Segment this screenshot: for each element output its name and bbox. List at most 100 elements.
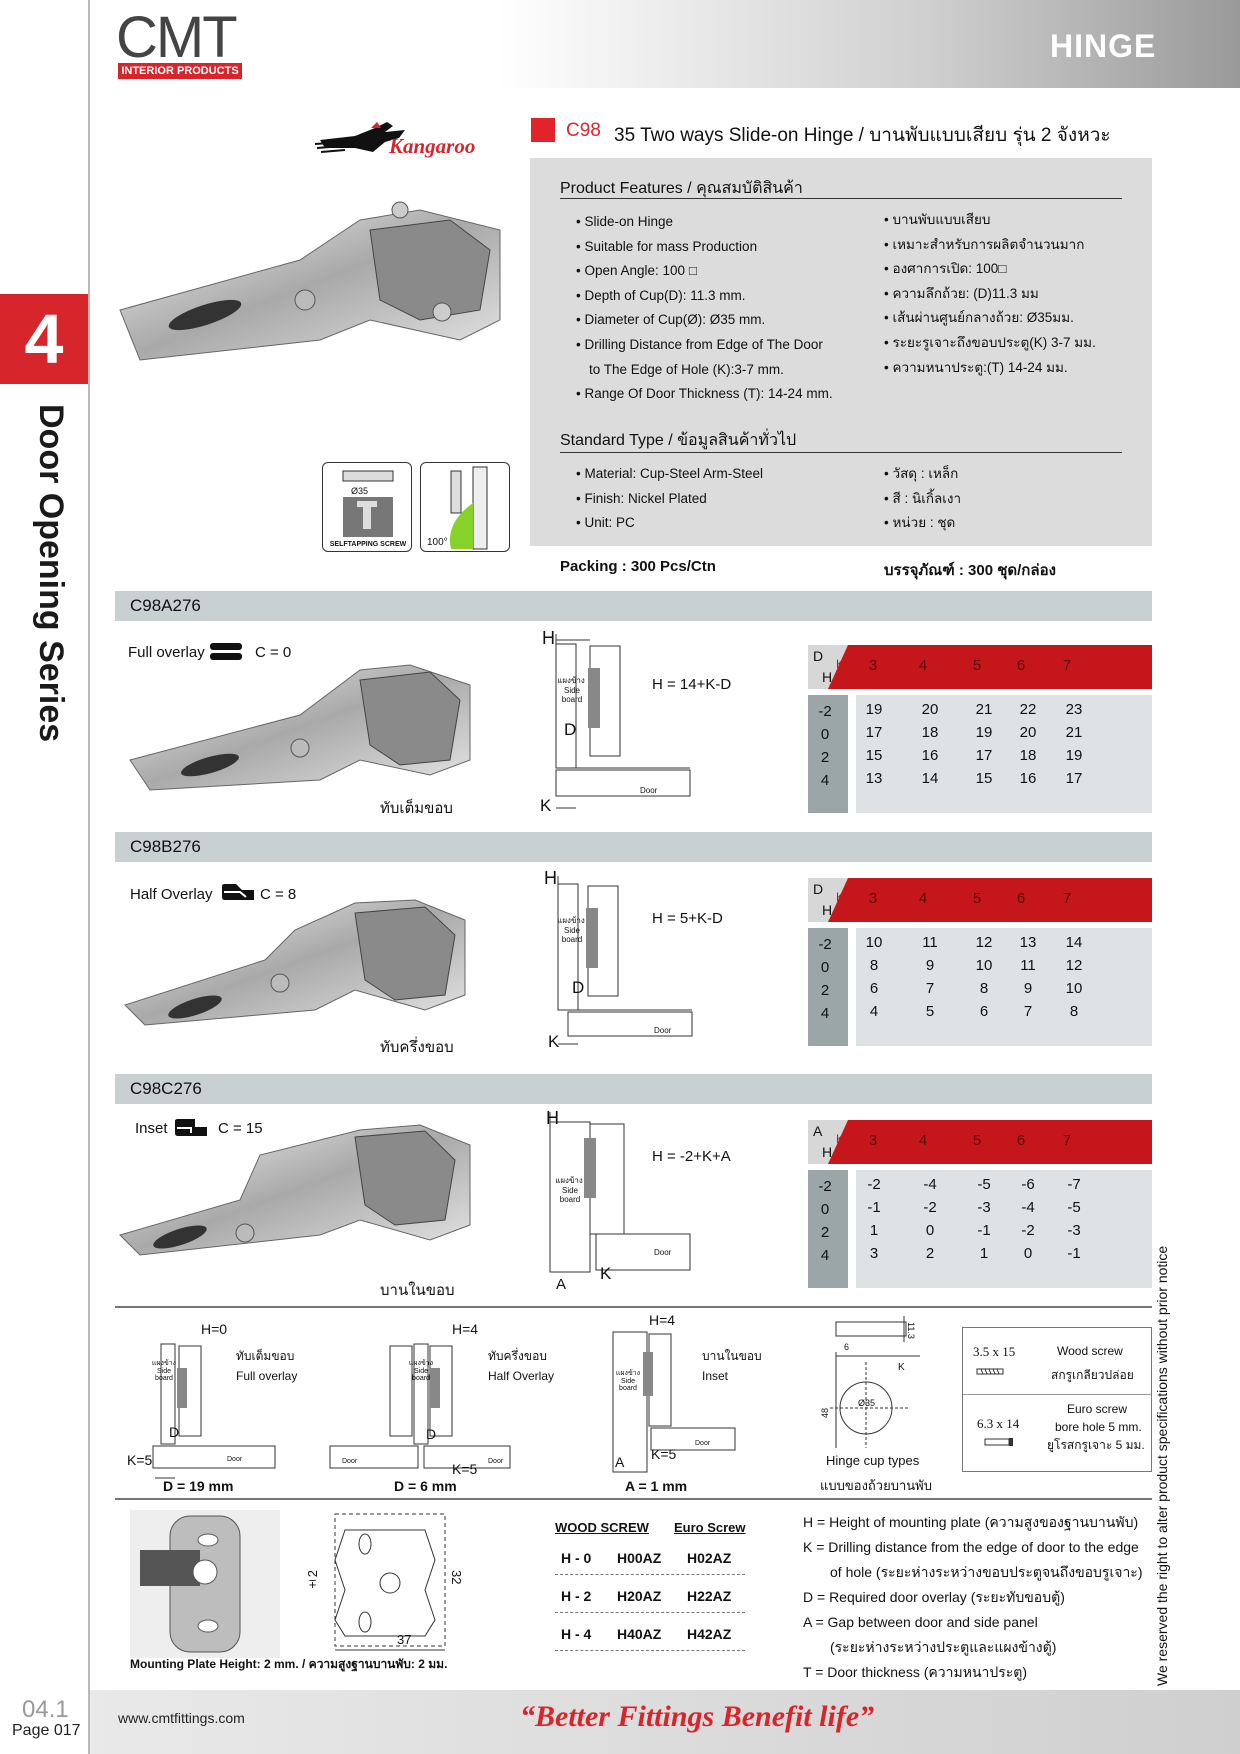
- formula-b: H = 5+K-D: [652, 910, 723, 927]
- overlay-diagram-half: H=4 แผงข้าง Side board D Door Door K=5: [329, 1318, 511, 1488]
- feature-th-item: เหมาะสำหรับการผลิตจำนวนมาก: [884, 233, 1144, 258]
- table-cell: 17: [975, 747, 993, 764]
- table-row-label: 4: [820, 1005, 830, 1022]
- euro-screw-desc: bore hole 5 mm.: [1055, 1420, 1142, 1434]
- feature-en-item: Range Of Door Thickness (T): 14-24 mm.: [576, 382, 876, 407]
- codes-table: WOOD SCREW Euro Screw H - 0 H00AZ H02AZ …: [555, 1520, 755, 1651]
- page-code: 04.1: [22, 1696, 69, 1723]
- mounting-caption: Mounting Plate Height: 2 mm. / ความสูงฐา…: [130, 1657, 448, 1671]
- table-cell: 0: [1023, 1245, 1033, 1262]
- codes-row-wood: H20AZ: [617, 1588, 662, 1604]
- table-cell: 0: [925, 1222, 935, 1239]
- table-row-label: 0: [820, 1201, 830, 1218]
- door-label-a: Door: [640, 786, 658, 795]
- standard-th-list: วัสดุ : เหล็ก สี : นิเกิ้ลเงา หน่วย : ชุ…: [884, 462, 1144, 536]
- table-cell: 13: [865, 770, 883, 787]
- section-code-b: C98B276: [130, 837, 201, 856]
- codes-divider: [555, 1650, 745, 1651]
- table-corner: DHK: [808, 645, 848, 689]
- feature-en-item: Depth of Cup(D): 11.3 mm.: [576, 284, 876, 309]
- feature-th-item: เส้นผ่านศูนย์กลางถ้วย: Ø35มม.: [884, 306, 1144, 331]
- feature-en-item: Suitable for mass Production: [576, 235, 876, 260]
- hinge-image-a: [129, 660, 480, 800]
- diag-half-door: Door: [342, 1458, 358, 1465]
- overlay-label-b: Half Overlay: [130, 886, 213, 903]
- euro-screw-desc2: ยูโรสกรูเจาะ 5 มม.: [1047, 1438, 1145, 1452]
- mounting-plate-icon: [140, 1515, 241, 1653]
- hinge-illustration-c: [119, 1124, 471, 1256]
- section-bar-a: C98A276: [115, 591, 1152, 621]
- page-number: Page 017: [12, 1722, 81, 1739]
- cup-diameter-label: Ø35: [351, 486, 369, 496]
- mounting-plate-drawing-svg: [334, 1513, 446, 1651]
- cup-depth: 11.3: [906, 1322, 916, 1339]
- c-value-c: C = 15: [218, 1120, 263, 1137]
- hinge-image-b: [124, 895, 475, 1035]
- wood-screw-name: Wood screw: [1057, 1344, 1123, 1358]
- table-cell: 7: [925, 980, 935, 997]
- table-cell: 4: [869, 1003, 879, 1020]
- table-cell: 21: [975, 701, 993, 718]
- diag-half-h: H=4: [452, 1321, 479, 1337]
- standard-en-item: Finish: Nickel Plated: [576, 487, 876, 512]
- table-cell: 7: [1023, 1003, 1033, 1020]
- brand-logo-name: Kangaroo: [389, 134, 476, 158]
- table-cell: 14: [921, 770, 939, 787]
- table-cell: 12: [975, 934, 993, 951]
- codes-row-label: H - 0: [561, 1550, 592, 1566]
- cup-types-th: แบบของถ้วยบานพับ: [820, 1478, 932, 1493]
- feature-en-item: Slide-on Hinge: [576, 210, 876, 235]
- table-header-cell: 3: [868, 657, 878, 674]
- overlay-label-c: Inset: [135, 1120, 168, 1137]
- dim-k-a: K: [540, 796, 552, 815]
- footer-website[interactable]: www.cmtfittings.com: [118, 1710, 245, 1726]
- features-en-list: Slide-on Hinge Suitable for mass Product…: [576, 210, 876, 407]
- overlay-diagram-inset-svg: [612, 1331, 736, 1473]
- section-code-a: C98A276: [130, 596, 201, 615]
- cup-type-svg: [830, 1316, 920, 1448]
- diag-half-th: ทับครึ่งขอบ: [488, 1349, 547, 1363]
- features-th-list: บานพับแบบเสียบ เหมาะสำหรับการผลิตจำนวนมา…: [884, 208, 1144, 380]
- legend-list: H = Height of mounting plate (ความสูงของ…: [803, 1510, 1153, 1685]
- table-row-label: 4: [820, 1247, 830, 1264]
- standard-th-item: หน่วย : ชุด: [884, 511, 1144, 536]
- diag-inset-en: Inset: [702, 1369, 729, 1383]
- table-cell: 2: [925, 1245, 935, 1262]
- table-cell: -1: [977, 1222, 991, 1239]
- standard-rule: [560, 452, 1122, 453]
- legend-item: D = Required door overlay (ระยะทับขอบตู้…: [803, 1589, 1065, 1605]
- diag-full-bottom: D = 19 mm: [163, 1478, 234, 1494]
- hinge-illustration-a: [129, 664, 471, 791]
- diag-inset-k: K=5: [651, 1446, 677, 1462]
- table-cell: 12: [1065, 957, 1083, 974]
- table-row-label: 0: [820, 959, 830, 976]
- table-cell: 9: [925, 957, 935, 974]
- table-cell: 1: [979, 1245, 989, 1262]
- codes-header-wood: WOOD SCREW: [555, 1520, 649, 1535]
- table-header-cell: 5: [972, 890, 982, 907]
- side-board-b: Side board: [561, 926, 583, 944]
- table-header-cell: 5: [972, 1132, 982, 1149]
- diag-full-side-th: แผงข้าง: [151, 1360, 177, 1367]
- table-row-label: 2: [820, 749, 830, 766]
- feature-en-item: to The Edge of Hole (K):3-7 mm.: [589, 361, 784, 377]
- table-cell: -4: [1021, 1199, 1035, 1216]
- red-square-marker: [531, 118, 555, 142]
- dim-d-b: D: [572, 978, 585, 997]
- table-header-cell: 4: [918, 657, 928, 674]
- table-header-cell: 6: [1016, 890, 1026, 907]
- install-diagram-a: H D K แผงข้าง Side board Door: [540, 628, 691, 818]
- side-board-th-a: แผงข้าง: [557, 676, 585, 685]
- brand-logo-text: CMT: [116, 5, 238, 70]
- diag-full-d: D: [169, 1424, 180, 1440]
- wood-screw-icon: [976, 1368, 1004, 1375]
- diag-full-side-en: Side board: [155, 1368, 173, 1382]
- codes-row-euro: H02AZ: [687, 1550, 732, 1566]
- packing-th: บรรจุภัณฑ์ : 300 ชุด/กล่อง: [884, 562, 1056, 579]
- cup-type-diagram: 11.3 6 48 Ø35 K: [820, 1312, 930, 1452]
- table-corner-h: H: [822, 902, 833, 918]
